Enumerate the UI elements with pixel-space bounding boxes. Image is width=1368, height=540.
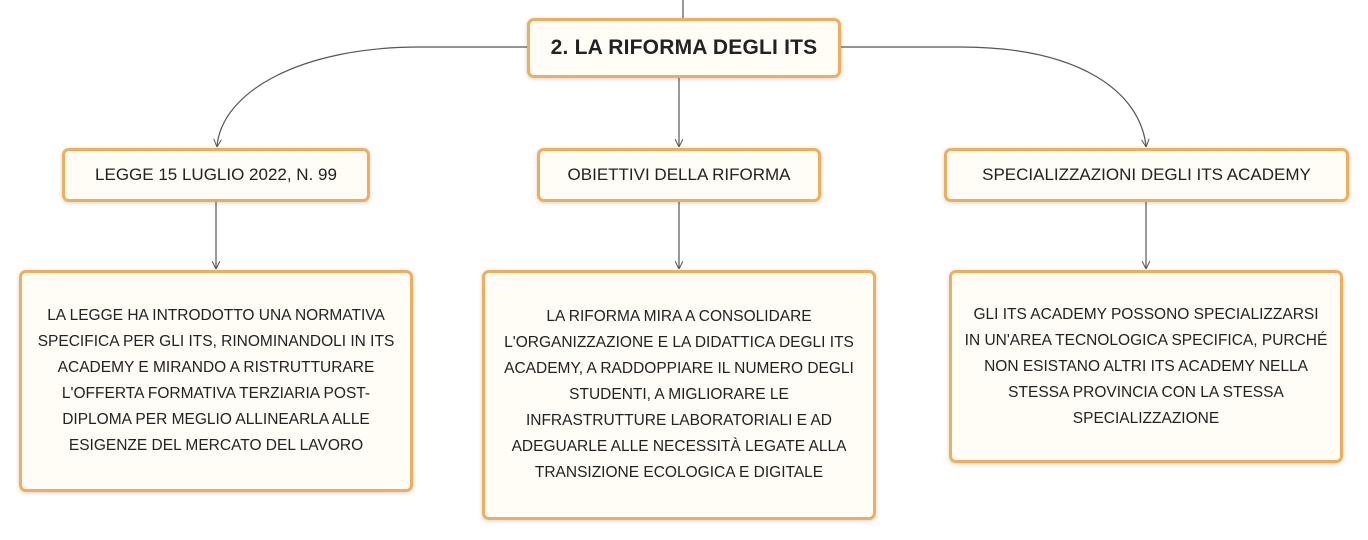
description-node-1[interactable]: LA LEGGE HA INTRODOTTO UNA NORMATIVA SPE…: [19, 270, 413, 492]
connector-root-to-branch-3: [840, 46, 1146, 146]
description-node-2-text: LA RIFORMA MIRA A CONSOLIDARE L'ORGANIZZ…: [504, 308, 854, 481]
connector-root-to-branch-1: [217, 46, 528, 146]
branch-node-3-label: SPECIALIZZAZIONI DEGLI ITS ACADEMY: [982, 165, 1311, 184]
branch-node-2-label: OBIETTIVI DELLA RIFORMA: [567, 165, 791, 184]
description-node-2[interactable]: LA RIFORMA MIRA A CONSOLIDARE L'ORGANIZZ…: [482, 270, 876, 520]
branch-node-1-label: LEGGE 15 LUGLIO 2022, N. 99: [95, 165, 337, 184]
root-node-label: 2. LA RIFORMA DEGLI ITS: [550, 36, 818, 59]
description-node-1-text: LA LEGGE HA INTRODOTTO UNA NORMATIVA SPE…: [37, 307, 395, 454]
description-node-3[interactable]: GLI ITS ACADEMY POSSONO SPECIALIZZARSI I…: [949, 270, 1343, 463]
root-node[interactable]: 2. LA RIFORMA DEGLI ITS: [527, 18, 841, 78]
branch-node-3[interactable]: SPECIALIZZAZIONI DEGLI ITS ACADEMY: [944, 148, 1349, 202]
branch-node-2[interactable]: OBIETTIVI DELLA RIFORMA: [537, 148, 821, 202]
branch-node-1[interactable]: LEGGE 15 LUGLIO 2022, N. 99: [62, 148, 370, 202]
description-node-3-text: GLI ITS ACADEMY POSSONO SPECIALIZZARSI I…: [964, 305, 1328, 427]
